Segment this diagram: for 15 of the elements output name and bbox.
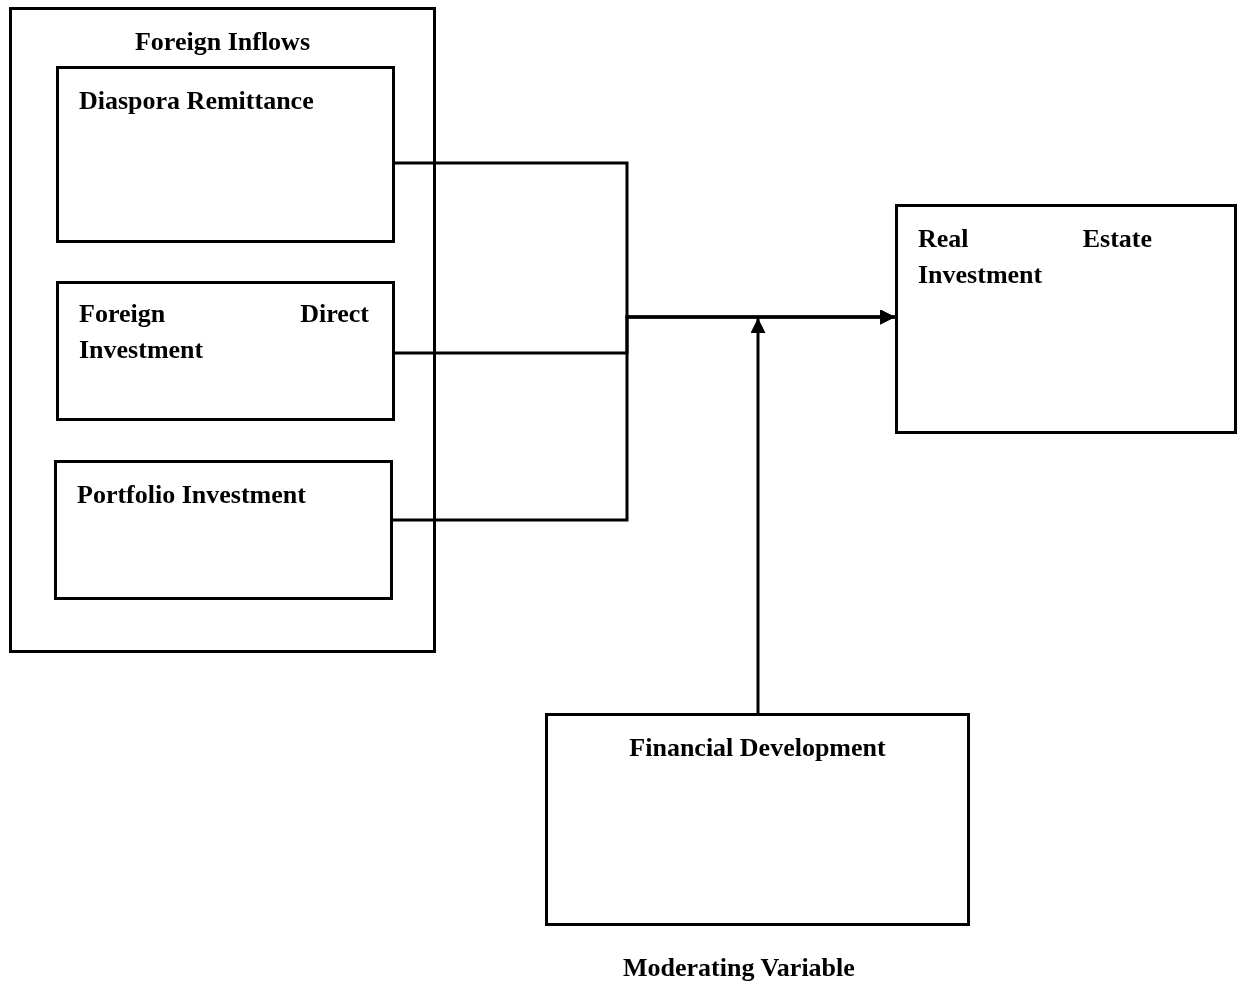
box-label: Real Estate Investment bbox=[918, 223, 1152, 291]
caption-text: Moderating Variable bbox=[623, 952, 855, 984]
box-label: Diaspora Remittance bbox=[79, 85, 315, 117]
variable-box bbox=[54, 460, 393, 600]
variable-box bbox=[56, 281, 395, 421]
group-box bbox=[9, 7, 436, 653]
box-label: Foreign Direct Investment bbox=[79, 298, 369, 366]
variable-box bbox=[56, 66, 395, 243]
box-label: Financial Development bbox=[628, 732, 887, 764]
group-title: Foreign Inflows bbox=[134, 26, 311, 58]
box-label: Portfolio Investment bbox=[77, 479, 307, 511]
arrow bbox=[750, 318, 766, 713]
outcome-box bbox=[895, 204, 1237, 434]
arrow bbox=[393, 309, 895, 522]
moderator-box bbox=[545, 713, 970, 926]
